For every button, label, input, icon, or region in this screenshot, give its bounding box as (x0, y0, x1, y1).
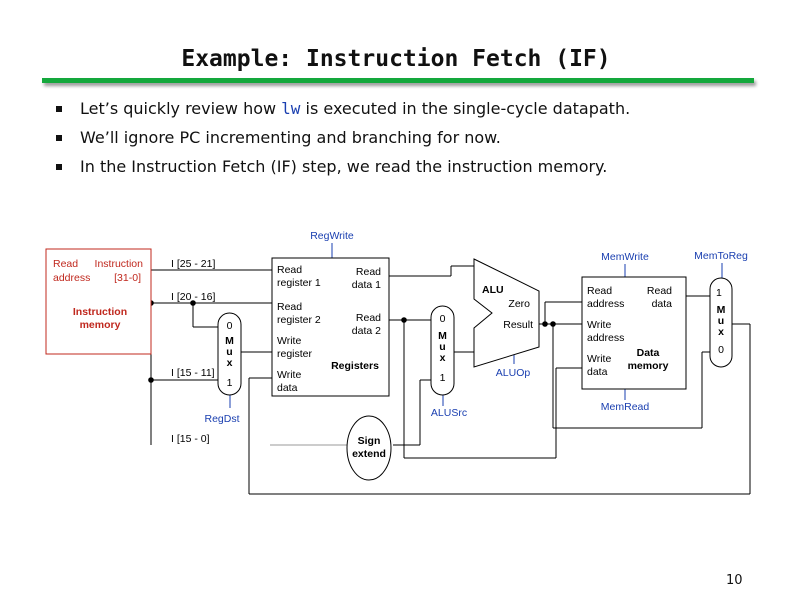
imem-instruction-label: Instruction (95, 258, 144, 270)
memtoreg-mux-letter-u: u (718, 315, 724, 327)
rf-read-data1-line2: data 1 (352, 279, 381, 291)
alusrc-mux (430, 305, 455, 396)
alusrc-mux-letter-m: M (438, 330, 447, 342)
regdst-mux-label-bottom: 1 (227, 377, 233, 389)
memtoreg-control-label: MemToReg (694, 250, 748, 262)
imem-address-label: address (53, 272, 90, 284)
regdst-control-label: RegDst (204, 413, 239, 425)
alu-result-label: Result (503, 319, 533, 331)
bullet-text: is executed in the single-cycle datapath… (300, 99, 631, 118)
dmem-write-data-line2: data (587, 366, 608, 378)
slide-title: Example: Instruction Fetch (IF) (181, 46, 611, 72)
bullet-text: We’ll ignore PC incrementing and branchi… (80, 128, 501, 147)
bullet-list: Let’s quickly review how lw is executed … (56, 98, 630, 185)
memwrite-control-label: MemWrite (601, 251, 649, 263)
rf-read-reg1-line1: Read (277, 264, 302, 276)
field-rt-label: I [20 - 16] (171, 291, 215, 303)
bullet-item: In the Instruction Fetch (IF) step, we r… (56, 156, 630, 185)
rf-read-reg2-line1: Read (277, 301, 302, 313)
memtoreg-mux-letter-x: x (718, 326, 724, 338)
field-rs-label: I [25 - 21] (171, 258, 215, 270)
alusrc-mux-letter-u: u (439, 341, 445, 353)
memtoreg-mux (709, 277, 733, 368)
imem-name-line2: memory (80, 319, 121, 331)
regdst-mux-letter-u: u (226, 346, 232, 358)
field-rd-label: I [15 - 11] (171, 367, 215, 379)
page-number: 10 (726, 573, 743, 588)
memtoreg-mux-letter-m: M (717, 304, 726, 316)
dmem-read-address-line1: Read (587, 285, 612, 297)
sign-extend-line2: extend (352, 448, 386, 460)
bullet-item: We’ll ignore PC incrementing and branchi… (56, 127, 630, 156)
rf-read-data1-line1: Read (356, 266, 381, 278)
rf-write-data-line1: Write (277, 369, 301, 381)
memtoreg-mux-label-bottom: 0 (718, 344, 724, 356)
rf-write-data-line2: data (277, 382, 298, 394)
imem-read-label: Read (53, 258, 78, 270)
rf-read-reg1-line2: register 1 (277, 277, 321, 289)
data-memory-block (581, 276, 687, 390)
regdst-mux-label-top: 0 (227, 320, 233, 332)
dmem-name-line1: Data (637, 347, 660, 359)
sign-extend-line1: Sign (358, 435, 381, 447)
regdst-mux (217, 312, 242, 396)
alusrc-mux-letter-x: x (440, 352, 446, 364)
dmem-read-data-line2: data (652, 298, 673, 310)
dmem-read-address-line2: address (587, 298, 624, 310)
dmem-name-line2: memory (628, 360, 669, 372)
junction-dots (148, 300, 556, 383)
alusrc-mux-label-top: 0 (440, 313, 446, 325)
dmem-read-data-line1: Read (647, 285, 672, 297)
rf-name-label: Registers (331, 360, 379, 372)
alusrc-mux-label-bottom: 1 (440, 372, 446, 384)
regwrite-control-label: RegWrite (310, 230, 354, 242)
dmem-write-address-line2: address (587, 332, 624, 344)
bullet-item: Let’s quickly review how lw is executed … (56, 98, 630, 127)
rf-write-reg-line2: register (277, 348, 313, 360)
control-wires (229, 243, 723, 408)
regdst-mux-letter-m: M (225, 335, 234, 347)
rf-read-data2-line2: data 2 (352, 325, 381, 337)
regdst-mux-letter-x: x (227, 357, 233, 369)
rf-write-reg-line1: Write (277, 335, 301, 347)
alusrc-control-label: ALUSrc (431, 407, 467, 419)
register-file (271, 257, 390, 397)
title-underline (42, 78, 754, 83)
memtoreg-mux-label-top: 1 (716, 287, 722, 299)
memread-control-label: MemRead (601, 401, 650, 413)
aluop-control-label: ALUOp (496, 367, 531, 379)
rf-read-reg2-line2: register 2 (277, 314, 321, 326)
sign-extend-unit (346, 415, 392, 481)
alu-name-label: ALU (482, 284, 504, 296)
bullet-text: In the Instruction Fetch (IF) step, we r… (80, 157, 608, 176)
alu-zero-label: Zero (508, 298, 530, 310)
rf-read-data2-line1: Read (356, 312, 381, 324)
instruction-memory-block (45, 248, 152, 355)
imem-name-line1: Instruction (73, 306, 127, 318)
alu-unit (473, 258, 540, 368)
imem-range-label: [31-0] (114, 272, 141, 284)
bullet-code: lw (281, 99, 301, 118)
dmem-write-data-line1: Write (587, 353, 611, 365)
bullet-text: Let’s quickly review how (80, 99, 282, 118)
dmem-write-address-line1: Write (587, 319, 611, 331)
field-imm-label: I [15 - 0] (171, 433, 210, 445)
